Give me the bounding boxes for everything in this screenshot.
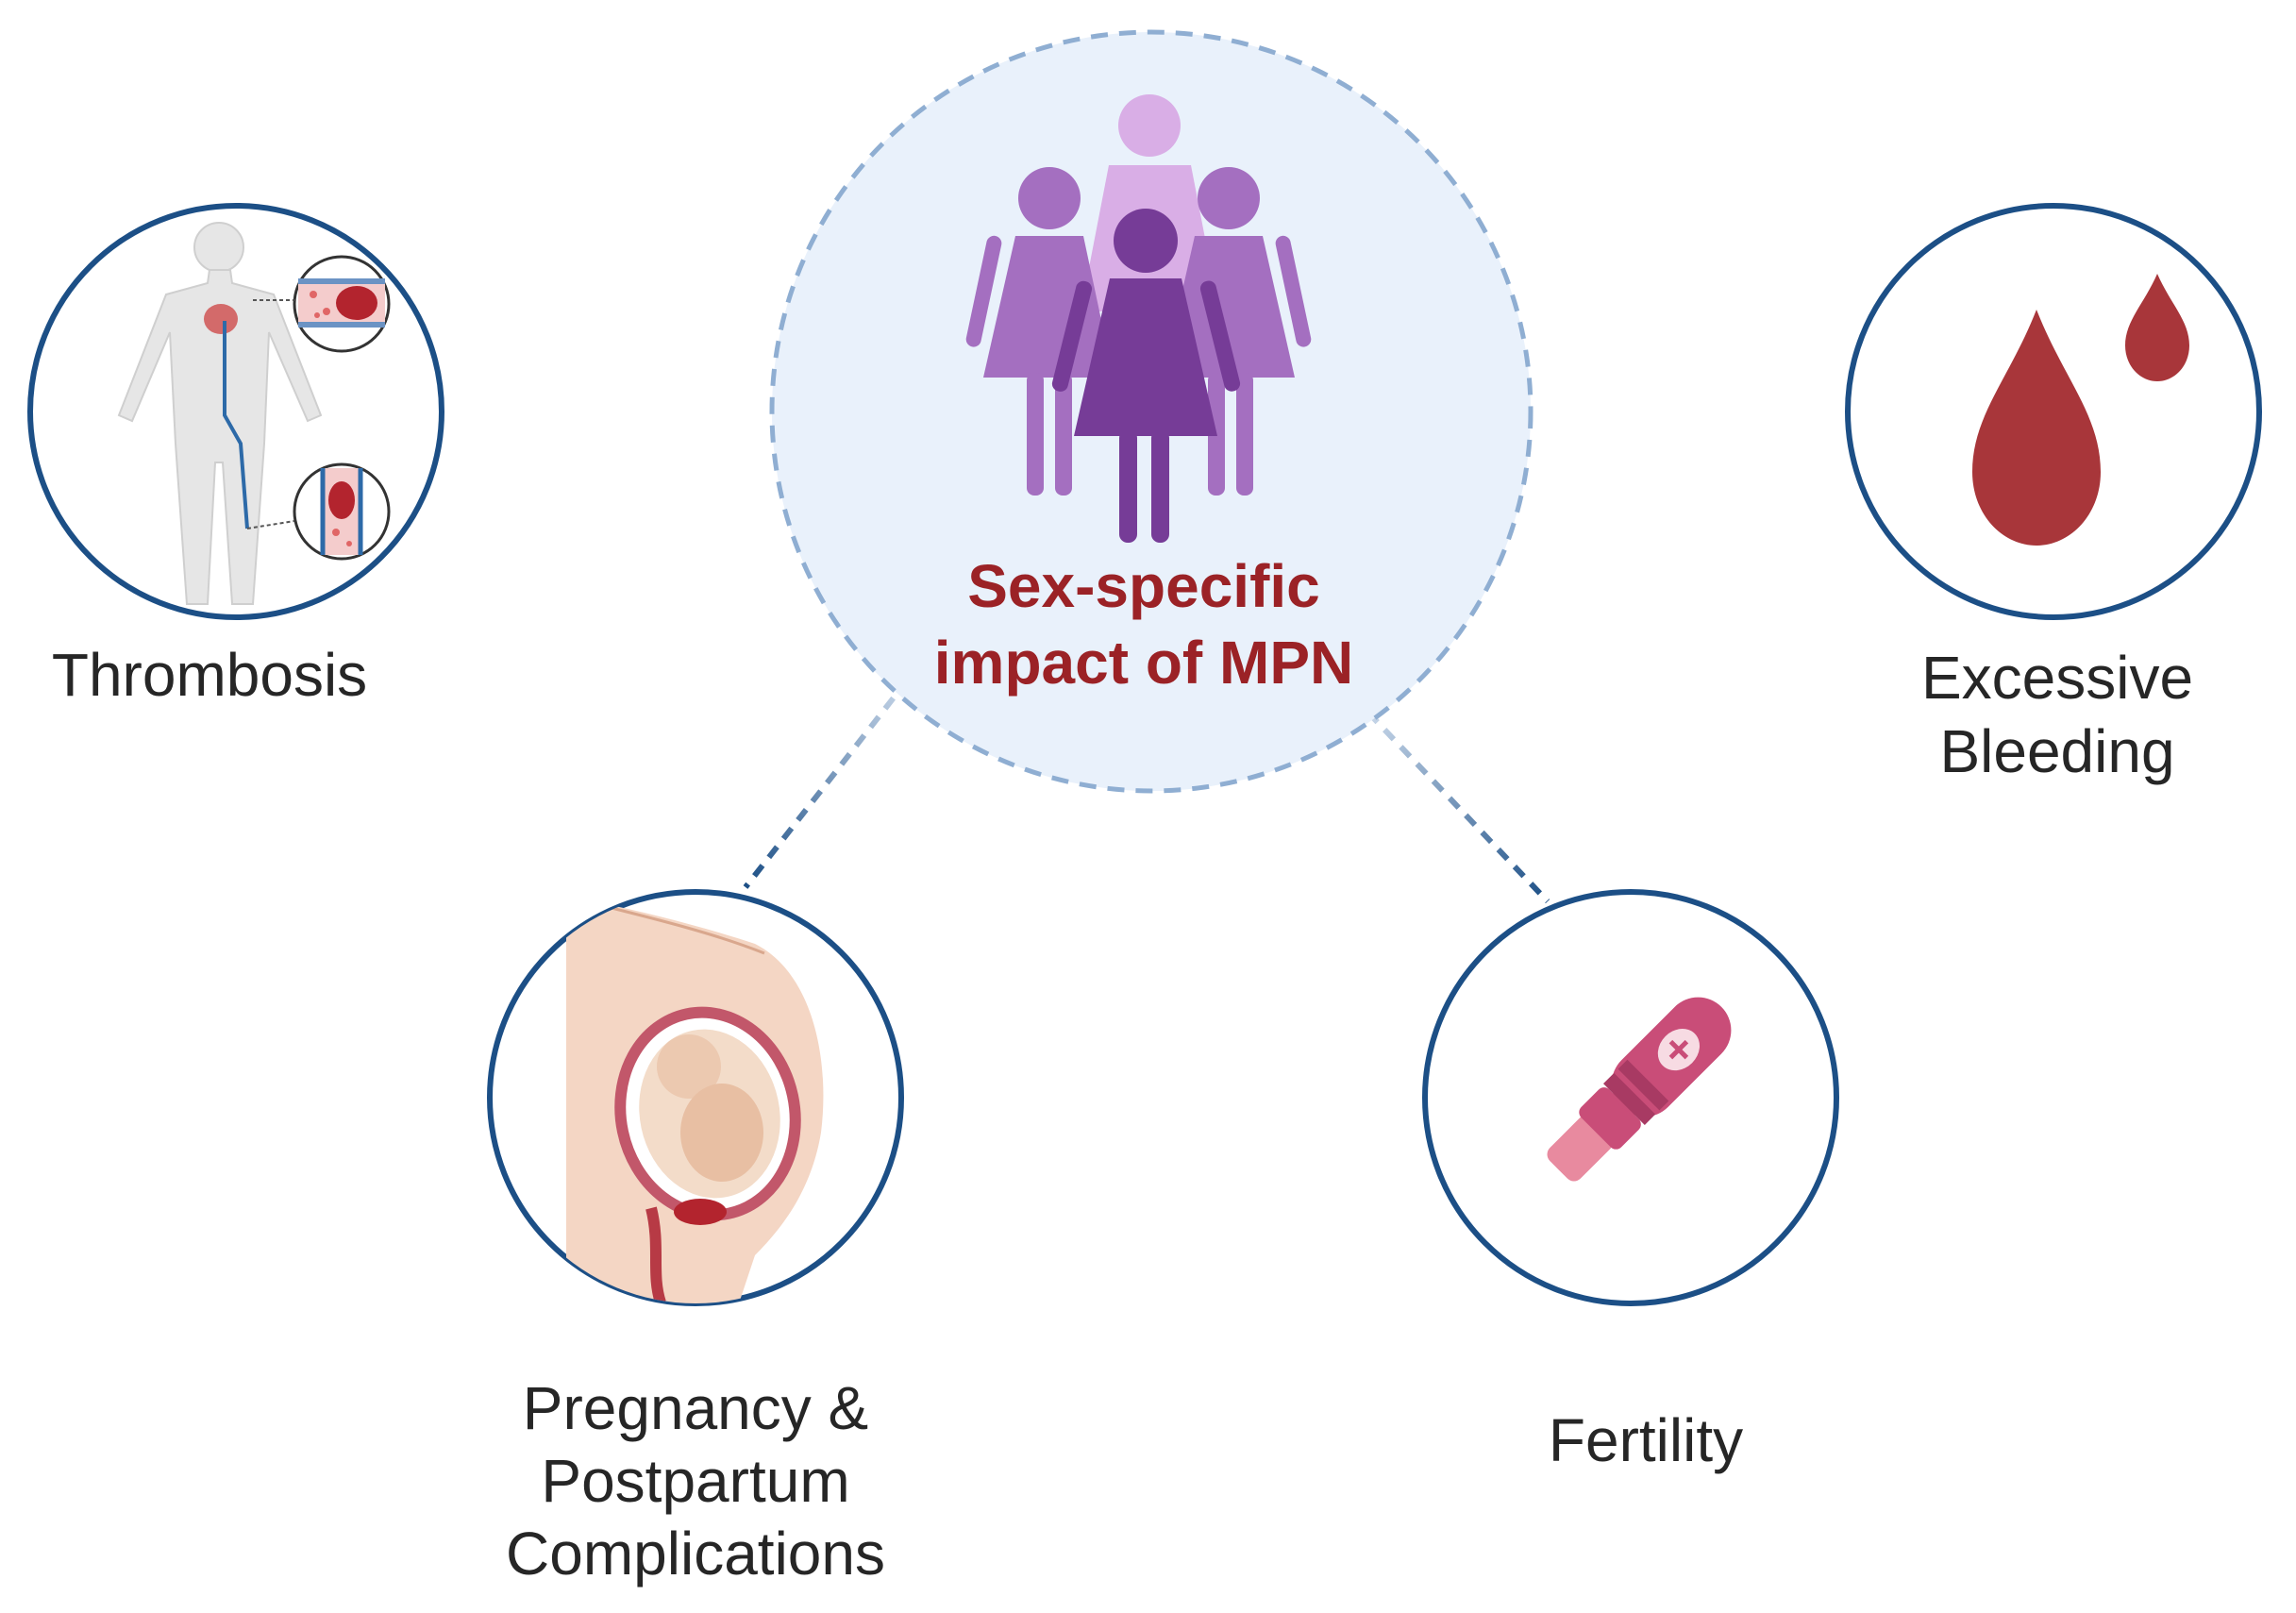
connector-fertility [1366, 710, 1550, 904]
pregnancy-label-line1: Pregnancy & [523, 1374, 868, 1442]
pregnancy-label-line3: Complications [506, 1520, 885, 1588]
connector-pregnancy [743, 678, 911, 889]
bleeding-node [1845, 203, 2262, 620]
fertility-node [1422, 889, 1839, 1306]
bleeding-label-line2: Bleeding [1939, 717, 2174, 785]
bleeding-label-line1: Excessive [1921, 644, 2193, 712]
center-title-line1: Sex-specific [967, 552, 1320, 620]
thrombosis-node [27, 203, 444, 620]
center-node: Sex-specific impact of MPN [769, 29, 1533, 794]
thrombosis-label: Thrombosis [52, 641, 367, 709]
women-group-icon [965, 94, 1312, 543]
pregnancy-label-line2: Postpartum [541, 1447, 849, 1515]
fertility-label: Fertility [1549, 1406, 1743, 1474]
blood-drop-icon [1972, 274, 2189, 546]
center-title-line2: impact of MPN [934, 629, 1353, 697]
pregnancy-node [487, 889, 904, 1306]
thrombosis-body-icon [117, 222, 391, 605]
pregnancy-uterus-icon [566, 897, 824, 1303]
pregnancy-test-icon [1547, 997, 1732, 1182]
